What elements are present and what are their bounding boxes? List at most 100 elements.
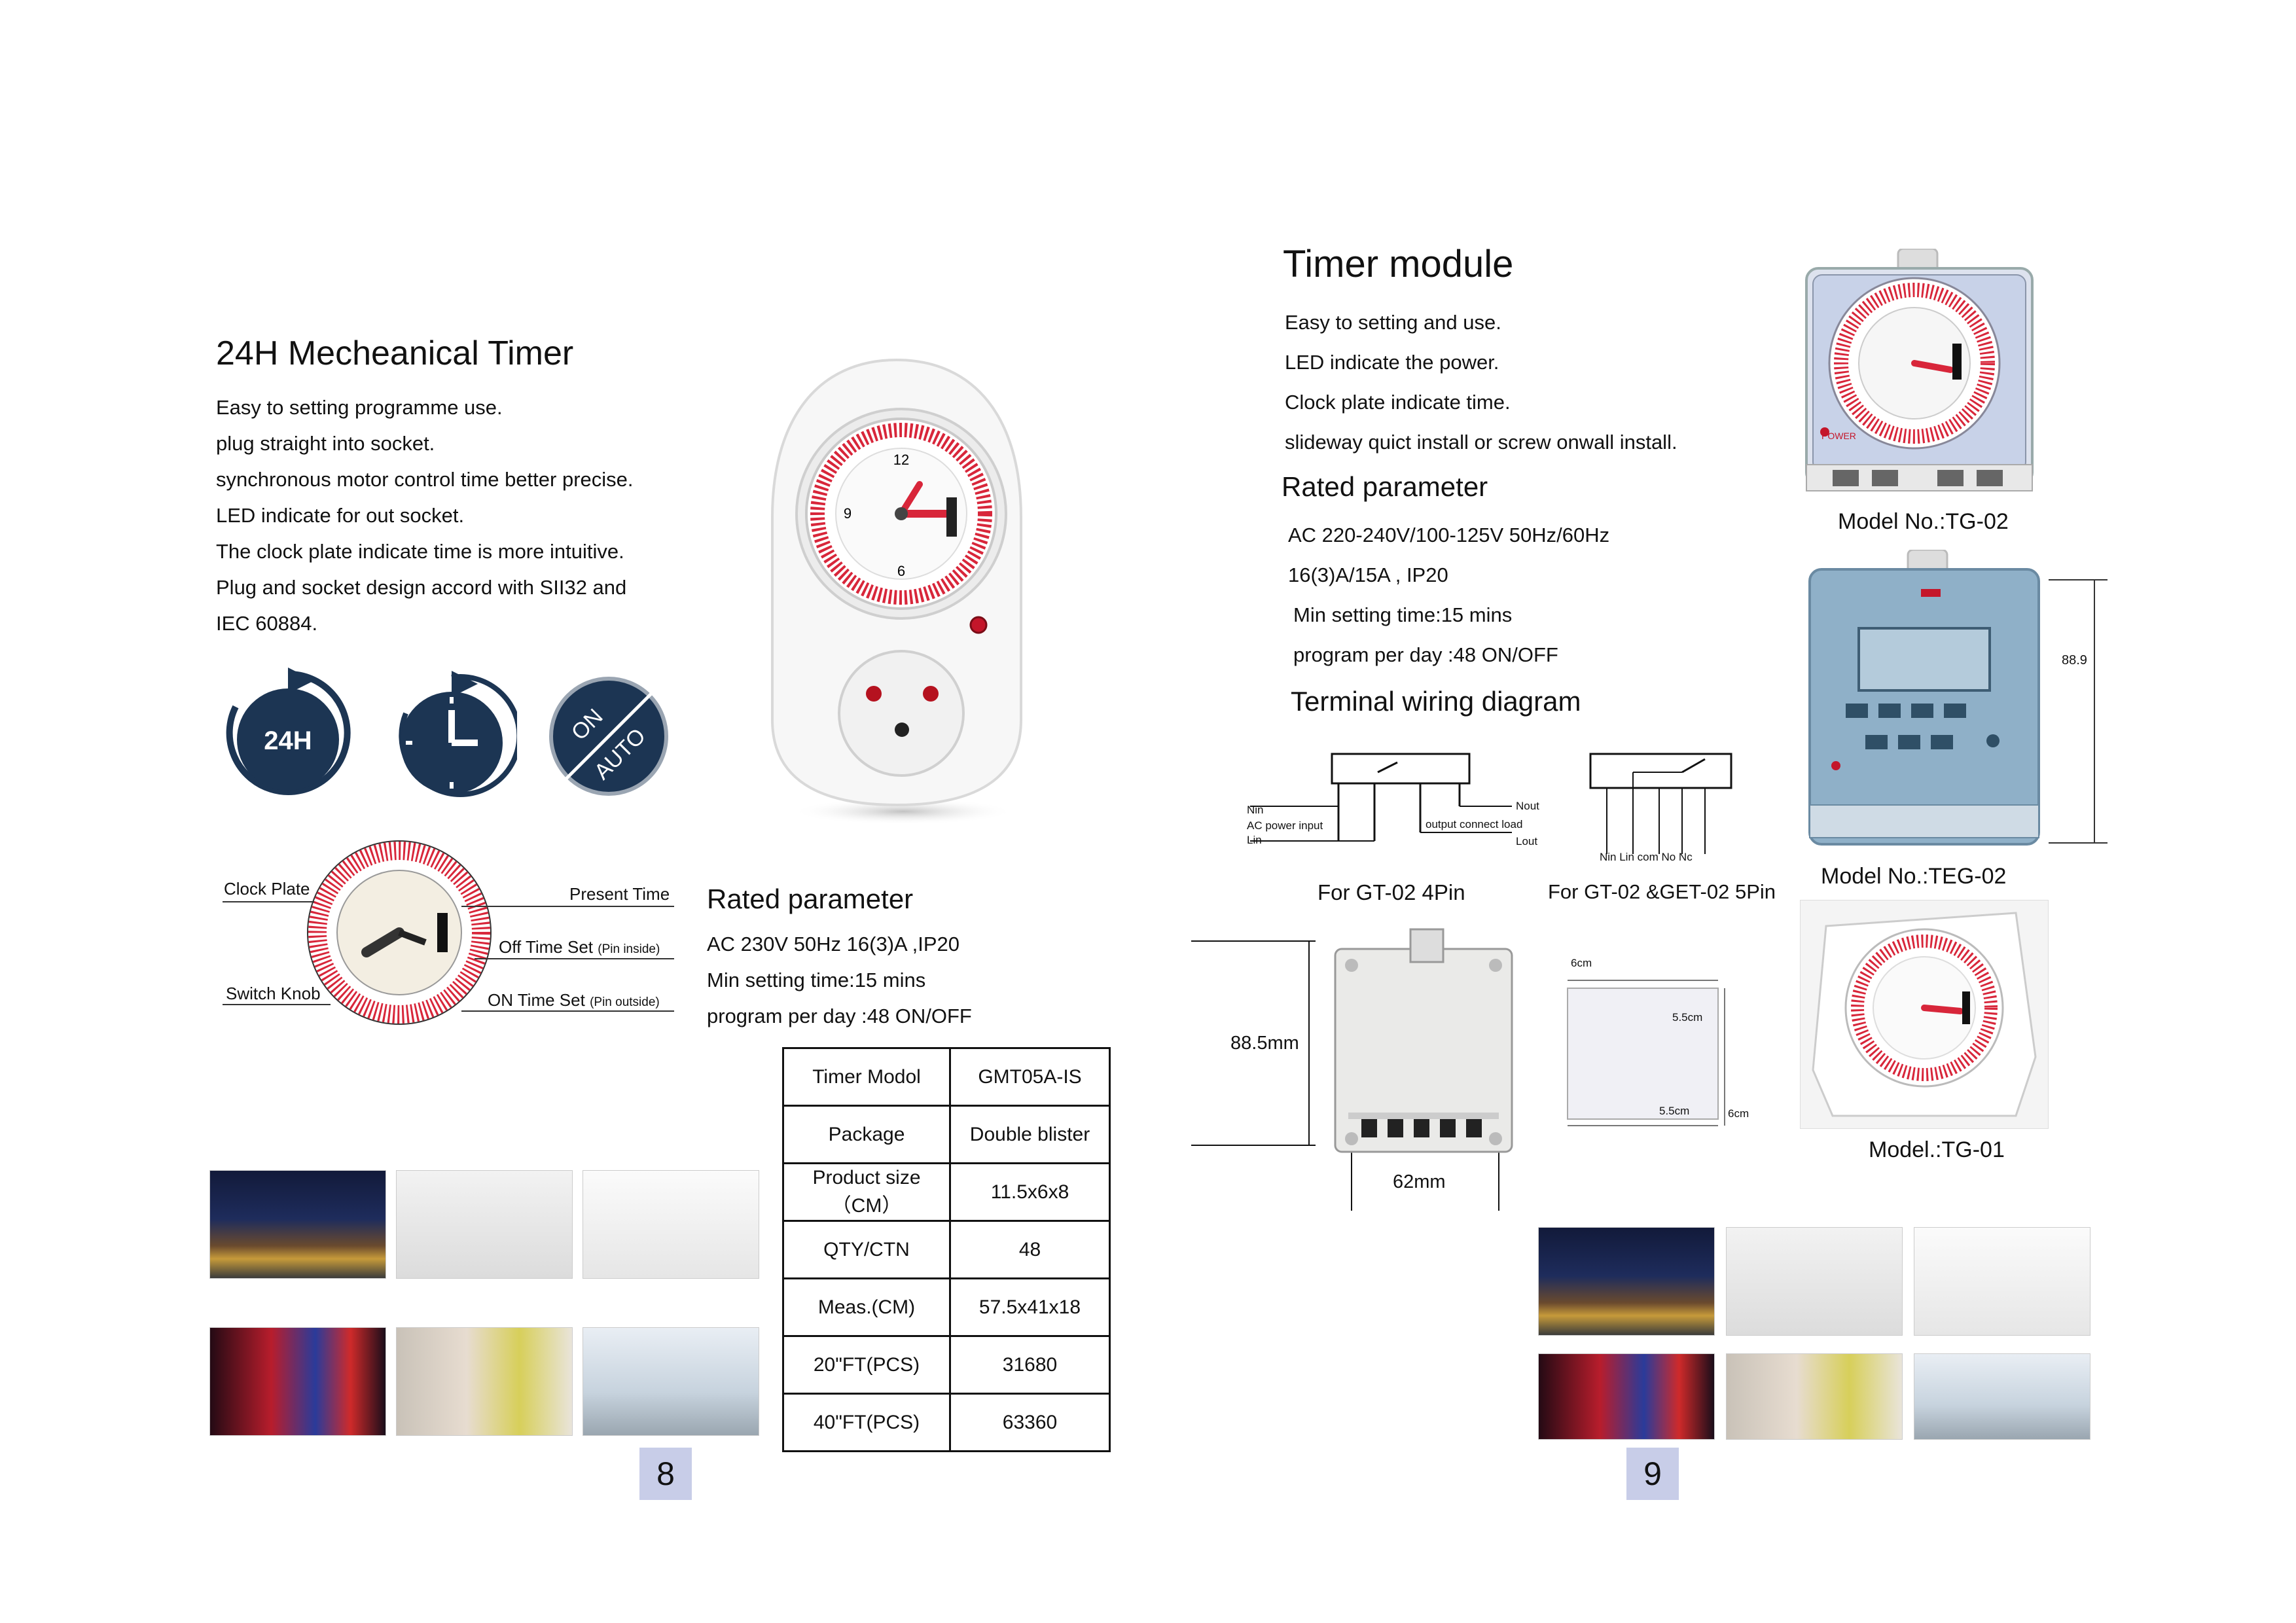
feature-line: Plug and socket design accord with SII32… <box>216 576 627 599</box>
wiring-diagram-4pin <box>1250 753 1512 842</box>
rated-line: AC 230V 50Hz 16(3)A ,IP20 <box>707 933 960 955</box>
label-present-time: Present Time <box>569 884 670 904</box>
rated-line: program per day :48 ON/OFF <box>707 1005 972 1027</box>
wiring-lout: Lout <box>1516 835 1538 847</box>
wiring5-labels: Nin Lin com No Nc <box>1600 851 1693 863</box>
model-teg02: Model No.:TEG-02 <box>1821 864 2007 889</box>
clock-icon <box>399 671 517 797</box>
label-clock-plate: Clock Plate <box>224 879 310 899</box>
dial-6: 6 <box>897 563 905 579</box>
24h-icon: 24H <box>226 668 351 795</box>
table-cell: QTY/CTN <box>782 1220 951 1279</box>
table-cell: 48 <box>949 1220 1111 1279</box>
table-cell: Meas.(CM) <box>782 1277 951 1337</box>
dim-teg-height: 88.9 <box>2062 653 2087 668</box>
plug-timer-image: 12 6 9 <box>771 358 1022 825</box>
table-cell: Product size（CM） <box>782 1162 951 1222</box>
dim-height: 88.5mm <box>1230 1033 1299 1054</box>
photo-factory <box>1726 1353 1903 1440</box>
table-cell: 31680 <box>949 1335 1111 1395</box>
photo-city-night <box>1538 1227 1715 1336</box>
left-feature-list: Easy to setting programme use. plug stra… <box>216 389 634 641</box>
left-rated-title: Rated parameter <box>707 883 914 914</box>
dim-width: 62mm <box>1393 1171 1446 1192</box>
feature-line: LED indicate for out socket. <box>216 504 465 527</box>
photo-billboards <box>1538 1353 1715 1440</box>
photo-billboards <box>209 1327 386 1436</box>
table-cell: 57.5x41x18 <box>949 1277 1111 1337</box>
photo-city-night <box>209 1170 386 1279</box>
photo-classroom <box>583 1327 759 1436</box>
off-time-note: (Pin inside) <box>598 942 660 956</box>
photo-appliances <box>1914 1227 2090 1336</box>
wiring-nout: Nout <box>1516 800 1539 812</box>
dim-box-6cm-side: 6cm <box>1728 1107 1749 1120</box>
dial-12: 12 <box>893 452 909 468</box>
model-tg02: Model No.:TG-02 <box>1838 509 2009 534</box>
right-rated-list: AC 220-240V/100-125V 50Hz/60Hz 16(3)A/15… <box>1288 515 1609 675</box>
table-cell: Package <box>782 1105 951 1164</box>
rated-line: 16(3)A/15A , IP20 <box>1288 563 1448 586</box>
wiring-title: Terminal wiring diagram <box>1291 686 1581 717</box>
feature-line: Easy to setting and use. <box>1285 311 1501 334</box>
power-label: POWER <box>1821 431 1856 441</box>
feature-line: IEC 60884. <box>216 612 318 635</box>
on-auto-icon: ON AUTO <box>549 677 668 796</box>
label-switch-knob: Switch Knob <box>226 984 321 1003</box>
rated-line: Min setting time:15 mins <box>707 969 926 991</box>
model-tg01: Model.:TG-01 <box>1869 1137 2005 1162</box>
wiring-output-load: output connect load <box>1426 818 1523 830</box>
right-title: Timer module <box>1283 243 1514 285</box>
table-cell: 63360 <box>949 1393 1111 1452</box>
dim-box-55-right: 5.5cm <box>1672 1011 1703 1024</box>
box-dimension-drawing <box>1567 980 1725 1126</box>
icon-24h-label: 24H <box>264 726 312 755</box>
page-number-right: 9 <box>1626 1448 1679 1500</box>
dim-box-6cm-top: 6cm <box>1571 957 1592 969</box>
wiring-ac-input: AC power input <box>1247 819 1323 832</box>
feature-line: LED indicate the power. <box>1285 351 1499 374</box>
photo-factory <box>396 1327 573 1436</box>
rated-line: program per day :48 ON/OFF <box>1293 643 1558 666</box>
wiring-lin: Lin <box>1247 834 1262 846</box>
right-feature-list: Easy to setting and use. LED indicate th… <box>1285 302 1677 462</box>
feature-line: synchronous motor control time better pr… <box>216 468 634 491</box>
on-time-text: ON Time Set <box>488 990 585 1010</box>
clock-plate-diagram <box>223 840 674 1025</box>
photo-appliances <box>583 1170 759 1279</box>
table-row: 20"FT(PCS)31680 <box>782 1335 1111 1395</box>
wiring4-caption: For GT-02 4Pin <box>1318 880 1465 904</box>
wiring-nin: Nin <box>1247 804 1264 816</box>
label-off-time: Off Time Set (Pin inside) <box>499 937 660 957</box>
module-dimension-drawing <box>1191 928 1513 1211</box>
off-time-text: Off Time Set <box>499 937 594 957</box>
table-cell: Timer Modol <box>782 1047 951 1107</box>
table-row: 40"FT(PCS)63360 <box>782 1393 1111 1452</box>
tg02-module-image <box>1805 249 2034 491</box>
feature-line: Clock plate indicate time. <box>1285 391 1511 414</box>
dial-9: 9 <box>844 505 852 522</box>
left-rated-list: AC 230V 50Hz 16(3)A ,IP20 Min setting ti… <box>707 926 972 1034</box>
feature-line: slideway quict install or screw onwall i… <box>1285 431 1677 454</box>
table-cell: 20"FT(PCS) <box>782 1335 951 1395</box>
right-rated-title: Rated parameter <box>1282 471 1488 502</box>
rated-line: Min setting time:15 mins <box>1293 603 1513 626</box>
table-row: Meas.(CM)57.5x41x18 <box>782 1277 1111 1337</box>
label-on-time: ON Time Set (Pin outside) <box>488 990 660 1010</box>
rated-line: AC 220-240V/100-125V 50Hz/60Hz <box>1288 524 1610 546</box>
feature-line: The clock plate indicate time is more in… <box>216 540 624 563</box>
on-time-note: (Pin outside) <box>590 995 660 1009</box>
photo-electric-bike <box>396 1170 573 1279</box>
photo-classroom <box>1914 1353 2090 1440</box>
wiring-diagram-5pin <box>1589 753 1732 854</box>
photo-electric-bike <box>1726 1227 1903 1336</box>
table-cell: GMT05A-IS <box>949 1047 1111 1107</box>
feature-line: plug straight into socket. <box>216 432 435 455</box>
left-title: 24H Mecheanical Timer <box>216 334 574 372</box>
page-number-left: 8 <box>639 1448 692 1500</box>
teg02-module-image <box>1808 550 2108 846</box>
